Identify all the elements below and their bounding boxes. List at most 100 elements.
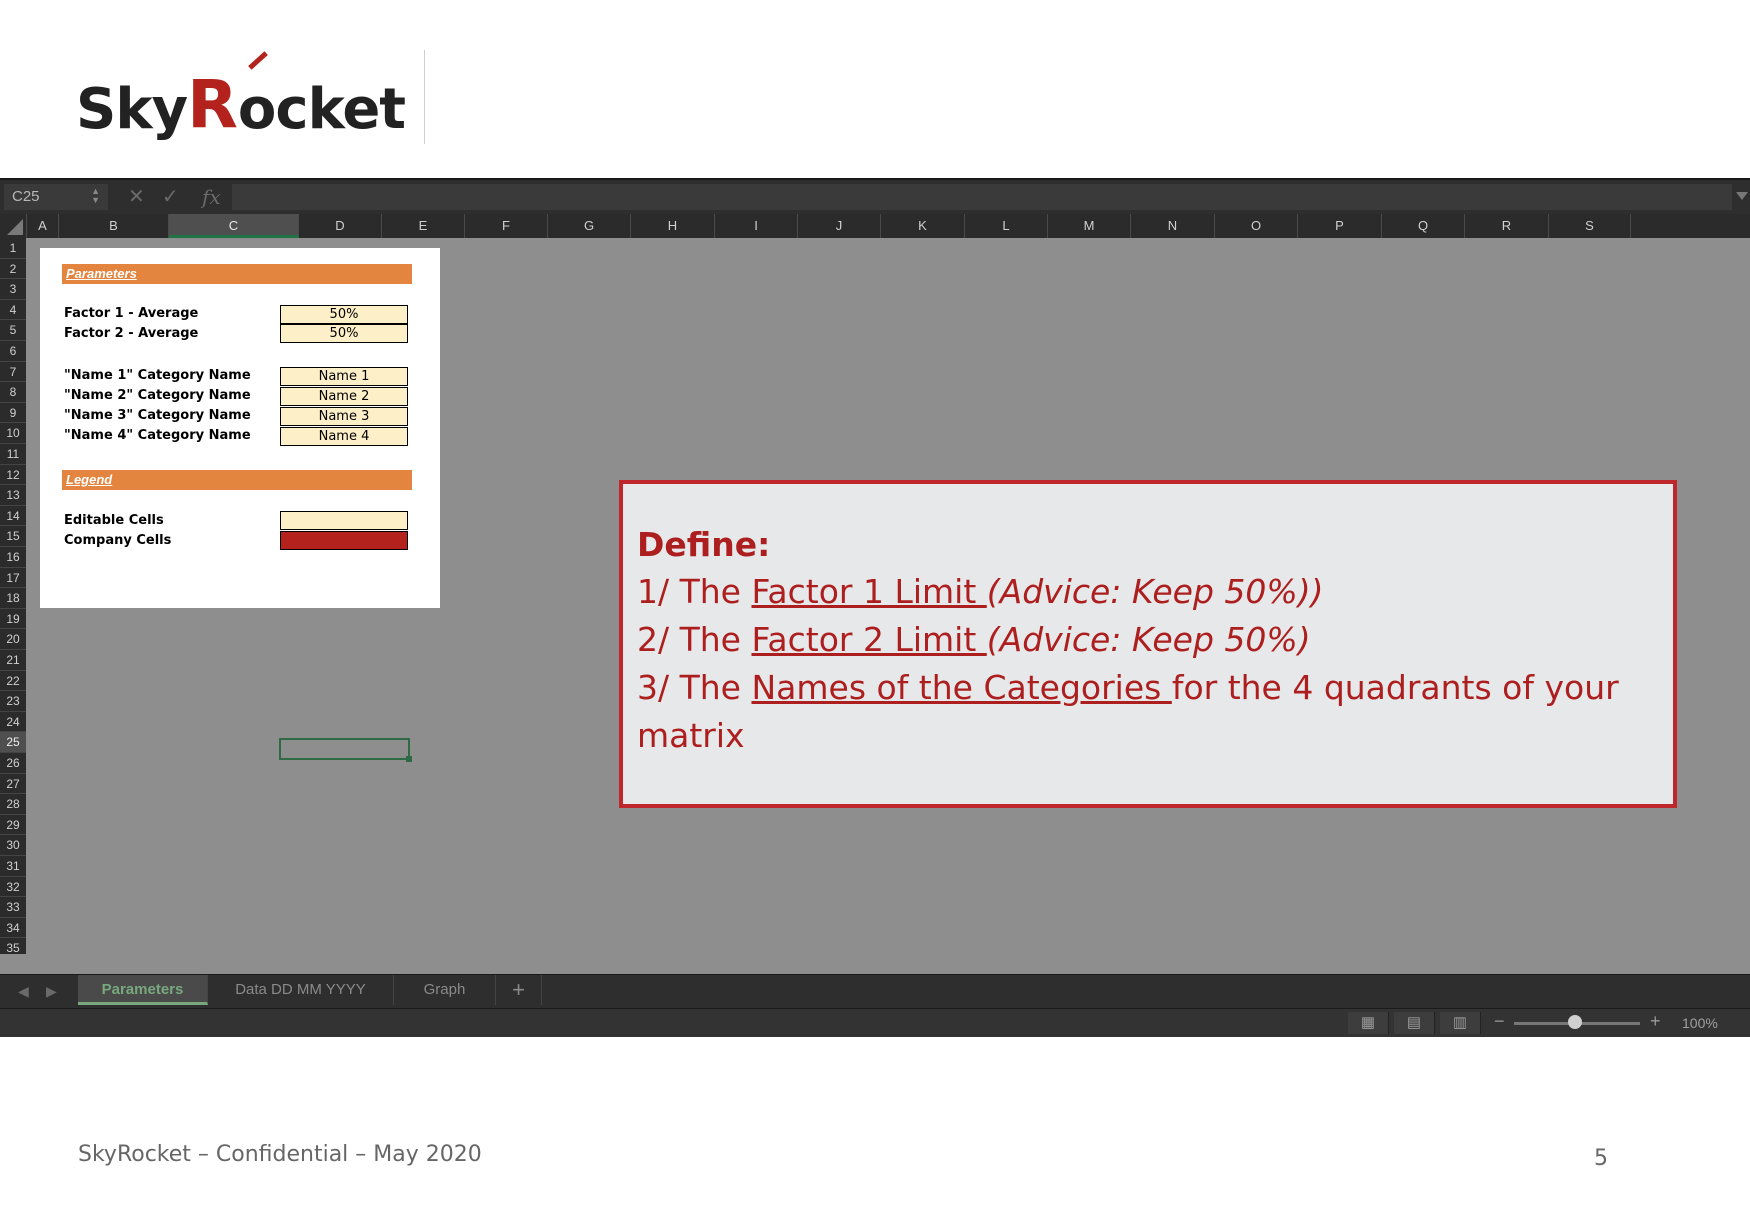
callout-line-3: 3/ The Names of the Categories for the 4… [637, 668, 1619, 755]
callout-line-2: 2/ The Factor 2 Limit (Advice: Keep 50%) [637, 620, 1311, 659]
row-header-18[interactable]: 18 [0, 588, 26, 609]
row-header-22[interactable]: 22 [0, 671, 26, 692]
column-header-l[interactable]: L [965, 214, 1048, 238]
column-header-f[interactable]: F [465, 214, 548, 238]
column-header-k[interactable]: K [881, 214, 965, 238]
page-break-view-icon[interactable]: ▥ [1440, 1012, 1481, 1034]
factor1-value-cell[interactable]: 50% [280, 305, 408, 324]
row-header-15[interactable]: 15 [0, 526, 26, 547]
company-cells-label: Company Cells [64, 533, 172, 548]
row-header-6[interactable]: 6 [0, 341, 26, 362]
category3-value-cell[interactable]: Name 3 [280, 407, 408, 426]
row-header-20[interactable]: 20 [0, 629, 26, 650]
tab-scroll-left-icon[interactable]: ◀ [18, 983, 29, 999]
skyrocket-logo: Sky R ocket [76, 48, 406, 138]
name-box-spinner-icon[interactable]: ▲▼ [91, 186, 100, 205]
tab-parameters[interactable]: Parameters [78, 975, 208, 1005]
active-cell-c25[interactable] [279, 738, 412, 762]
factor1-label: Factor 1 - Average [64, 306, 199, 321]
sheet-tab-bar: ◀ ▶ Parameters Data DD MM YYYY Graph + [0, 974, 1750, 1009]
column-header-o[interactable]: O [1215, 214, 1298, 238]
row-header-35[interactable]: 35 [0, 938, 26, 954]
row-header-11[interactable]: 11 [0, 444, 26, 465]
zoom-out-button[interactable]: − [1494, 1011, 1505, 1031]
column-header-q[interactable]: Q [1382, 214, 1465, 238]
editable-cells-swatch[interactable] [280, 511, 408, 530]
select-all-corner[interactable] [0, 214, 27, 238]
row-header-4[interactable]: 4 [0, 300, 26, 321]
add-sheet-button[interactable]: + [496, 975, 542, 1005]
row-header-19[interactable]: 19 [0, 609, 26, 630]
logo-accent-mark [248, 51, 268, 70]
row-header-1[interactable]: 1 [0, 238, 26, 259]
column-header-e[interactable]: E [382, 214, 465, 238]
callout-title: Define: [637, 525, 771, 564]
row-header-8[interactable]: 8 [0, 382, 26, 403]
category2-value-cell[interactable]: Name 2 [280, 387, 408, 406]
row-header-12[interactable]: 12 [0, 465, 26, 486]
company-cells-swatch[interactable] [280, 531, 408, 550]
zoom-in-button[interactable]: + [1650, 1011, 1661, 1031]
formula-input[interactable] [232, 184, 1732, 210]
row-header-26[interactable]: 26 [0, 753, 26, 774]
row-header-34[interactable]: 34 [0, 918, 26, 939]
zoom-level: 100% [1682, 1015, 1718, 1031]
status-bar: ▦ ▤ ▥ − + 100% [0, 1008, 1750, 1037]
tab-scroll-right-icon[interactable]: ▶ [46, 983, 57, 999]
row-header-7[interactable]: 7 [0, 362, 26, 383]
row-header-14[interactable]: 14 [0, 506, 26, 527]
column-header-g[interactable]: G [548, 214, 631, 238]
formula-expand-icon[interactable] [1736, 192, 1748, 200]
category4-value-cell[interactable]: Name 4 [280, 427, 408, 446]
column-header-c[interactable]: C [169, 214, 299, 238]
row-header-13[interactable]: 13 [0, 485, 26, 506]
column-header-s[interactable]: S [1549, 214, 1631, 238]
column-header-i[interactable]: I [715, 214, 798, 238]
legend-header-band: Legend [62, 470, 412, 490]
tab-data-dd-mm-yyyy[interactable]: Data DD MM YYYY [208, 975, 394, 1005]
row-header-16[interactable]: 16 [0, 547, 26, 568]
page-layout-view-icon[interactable]: ▤ [1394, 1012, 1435, 1034]
column-header-b[interactable]: B [59, 214, 169, 238]
column-header-m[interactable]: M [1048, 214, 1131, 238]
parameters-sheet-content: Parameters Factor 1 - Average 50% Factor… [40, 248, 440, 608]
row-header-9[interactable]: 9 [0, 403, 26, 424]
row-header-30[interactable]: 30 [0, 835, 26, 856]
normal-view-icon[interactable]: ▦ [1348, 1012, 1389, 1034]
row-header-29[interactable]: 29 [0, 815, 26, 836]
row-header-10[interactable]: 10 [0, 423, 26, 444]
row-header-27[interactable]: 27 [0, 774, 26, 795]
confirm-entry-icon[interactable]: ✓ [162, 186, 179, 208]
column-header-r[interactable]: R [1465, 214, 1549, 238]
tab-graph[interactable]: Graph [394, 975, 496, 1005]
editable-cells-label: Editable Cells [64, 513, 164, 528]
name-box[interactable]: C25 ▲▼ [4, 184, 108, 210]
column-header-n[interactable]: N [1131, 214, 1215, 238]
row-header-5[interactable]: 5 [0, 320, 26, 341]
row-header-21[interactable]: 21 [0, 650, 26, 671]
row-header-28[interactable]: 28 [0, 794, 26, 815]
column-header-p[interactable]: P [1298, 214, 1382, 238]
column-header-h[interactable]: H [631, 214, 715, 238]
formula-bar: C25 ▲▼ ✕ ✓ fx [0, 178, 1750, 214]
row-header-24[interactable]: 24 [0, 712, 26, 733]
row-header-3[interactable]: 3 [0, 279, 26, 300]
row-header-33[interactable]: 33 [0, 897, 26, 918]
category1-value-cell[interactable]: Name 1 [280, 367, 408, 386]
row-header-23[interactable]: 23 [0, 691, 26, 712]
row-header-32[interactable]: 32 [0, 877, 26, 898]
insert-function-icon[interactable]: fx [202, 185, 221, 209]
cancel-entry-icon[interactable]: ✕ [128, 186, 145, 208]
legend-header: Legend [66, 472, 113, 487]
row-header-17[interactable]: 17 [0, 568, 26, 589]
column-header-a[interactable]: A [27, 214, 59, 238]
row-header-31[interactable]: 31 [0, 856, 26, 877]
zoom-slider-handle[interactable] [1568, 1015, 1582, 1029]
row-header-2[interactable]: 2 [0, 259, 26, 280]
row-header-25[interactable]: 25 [0, 732, 26, 753]
column-header-d[interactable]: D [299, 214, 382, 238]
column-header-j[interactable]: J [798, 214, 881, 238]
factor2-value-cell[interactable]: 50% [280, 324, 408, 343]
